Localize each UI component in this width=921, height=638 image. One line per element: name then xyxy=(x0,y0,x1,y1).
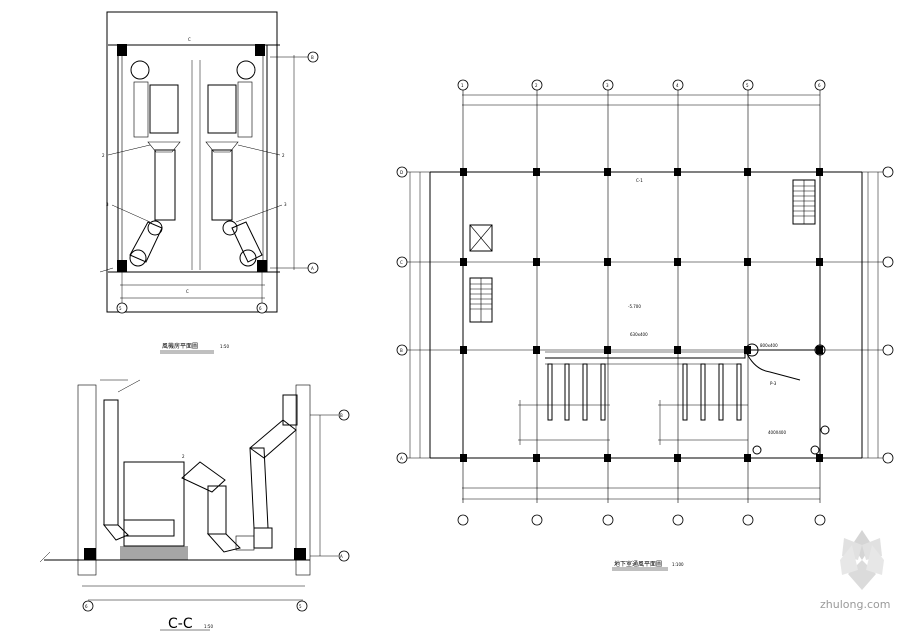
fan-unit xyxy=(236,60,256,80)
fan-box xyxy=(123,461,185,547)
section-scale: 1:50 xyxy=(204,624,213,629)
fan-room-plan xyxy=(99,11,319,354)
grid-6: 6 xyxy=(818,83,821,88)
grid-3: 3 xyxy=(606,83,609,88)
horizontal-duct xyxy=(123,519,175,537)
fan-cabinet xyxy=(207,84,237,134)
grid-d: D xyxy=(400,170,403,175)
grid-4: 4 xyxy=(676,83,679,88)
columns xyxy=(460,168,823,462)
plan-label-c-bottom: C xyxy=(186,289,189,294)
bubble-a: A xyxy=(311,266,314,271)
grid-bubble xyxy=(882,256,894,268)
watermark-text: zhulong.com xyxy=(820,598,890,611)
leader-label-3-right: 3 xyxy=(284,202,287,207)
leader-label-3-left: 3 xyxy=(106,202,109,207)
outlet-size-label: 400X400 xyxy=(768,430,786,435)
duct-size-label: 800x400 xyxy=(760,343,778,348)
leader-label-2-left: 2 xyxy=(102,153,105,158)
grid-a: A xyxy=(400,456,403,461)
elevator xyxy=(469,224,493,252)
grid-bubble xyxy=(457,514,469,526)
grid-bubble xyxy=(814,514,826,526)
plan-column xyxy=(117,260,127,272)
plan-column xyxy=(117,44,127,56)
fan-unit xyxy=(130,60,150,80)
grid-bubble xyxy=(531,514,543,526)
elevation-label: -5.700 xyxy=(628,304,641,309)
grid-bubble xyxy=(396,166,408,178)
plan-label-c-top: C xyxy=(188,37,191,42)
riser-duct xyxy=(103,399,119,526)
section-bubble-6: 6 xyxy=(85,604,88,609)
plan-outer-frame xyxy=(106,11,278,313)
grid-bubble xyxy=(296,600,308,612)
grid-bubble xyxy=(457,79,469,91)
duct-elbow xyxy=(231,221,263,263)
grid-bubble xyxy=(531,79,543,91)
grid-bubble xyxy=(814,79,826,91)
floor-plan xyxy=(396,79,894,571)
plan-column xyxy=(255,44,265,56)
grid-5: 5 xyxy=(746,83,749,88)
grid-bubble xyxy=(742,79,754,91)
duct-system xyxy=(518,343,830,455)
fan-tag-label: P-3 xyxy=(770,381,777,386)
section-leader-2: 2 xyxy=(182,454,185,459)
plan-column xyxy=(257,260,267,272)
floor-plan-scale: 1:100 xyxy=(672,562,684,567)
grid-lines xyxy=(405,90,886,503)
fan-plan-title: 風機房平面圖 xyxy=(162,342,198,350)
beam-label: C-1 xyxy=(636,178,643,183)
labels: C C 2 2 3 3 B A 5 6 風機房平面圖 1:50 2 B A 6 … xyxy=(85,37,890,632)
section-title: C-C xyxy=(168,616,193,632)
bubble-b: B xyxy=(311,55,314,60)
grid-bubble xyxy=(602,514,614,526)
bubble-5: 5 xyxy=(119,306,122,311)
grid-b: B xyxy=(400,348,403,353)
section-bubble-5: 5 xyxy=(299,604,302,609)
duct-vertical xyxy=(154,149,176,221)
floor-plan-title: 地下室通風平面圖 xyxy=(614,560,662,568)
section-wall xyxy=(295,384,311,576)
section-bubble-a: A xyxy=(340,554,343,559)
grid-2: 2 xyxy=(535,83,538,88)
grid-bubble xyxy=(742,514,754,526)
grid-bubble xyxy=(338,550,350,562)
leader-label-2-right: 2 xyxy=(282,153,285,158)
grid-bubble xyxy=(882,452,894,464)
watermark-logo xyxy=(840,530,884,590)
grid-bubble xyxy=(396,256,408,268)
grid-c: C xyxy=(400,260,403,265)
grid-bubble xyxy=(602,79,614,91)
fan-plan-scale: 1:50 xyxy=(220,344,229,349)
grid-1: 1 xyxy=(461,83,464,88)
grid-bubble xyxy=(882,344,894,356)
fan-cabinet xyxy=(149,84,179,134)
section-c-c xyxy=(39,379,350,631)
grid-bubble xyxy=(82,600,94,612)
grid-bubble xyxy=(882,166,894,178)
grid-bubble xyxy=(672,79,684,91)
section-wall xyxy=(77,384,97,576)
duct-vertical xyxy=(211,149,233,221)
building-outline xyxy=(462,171,821,459)
grid-bubble xyxy=(338,409,350,421)
grid-bubble xyxy=(396,452,408,464)
grid-bubble xyxy=(396,344,408,356)
section-bubble-b: B xyxy=(340,413,343,418)
grid-bubble xyxy=(672,514,684,526)
branch-size-label: 630x400 xyxy=(630,332,648,337)
bubble-6: 6 xyxy=(259,306,262,311)
riser-duct xyxy=(249,447,269,529)
